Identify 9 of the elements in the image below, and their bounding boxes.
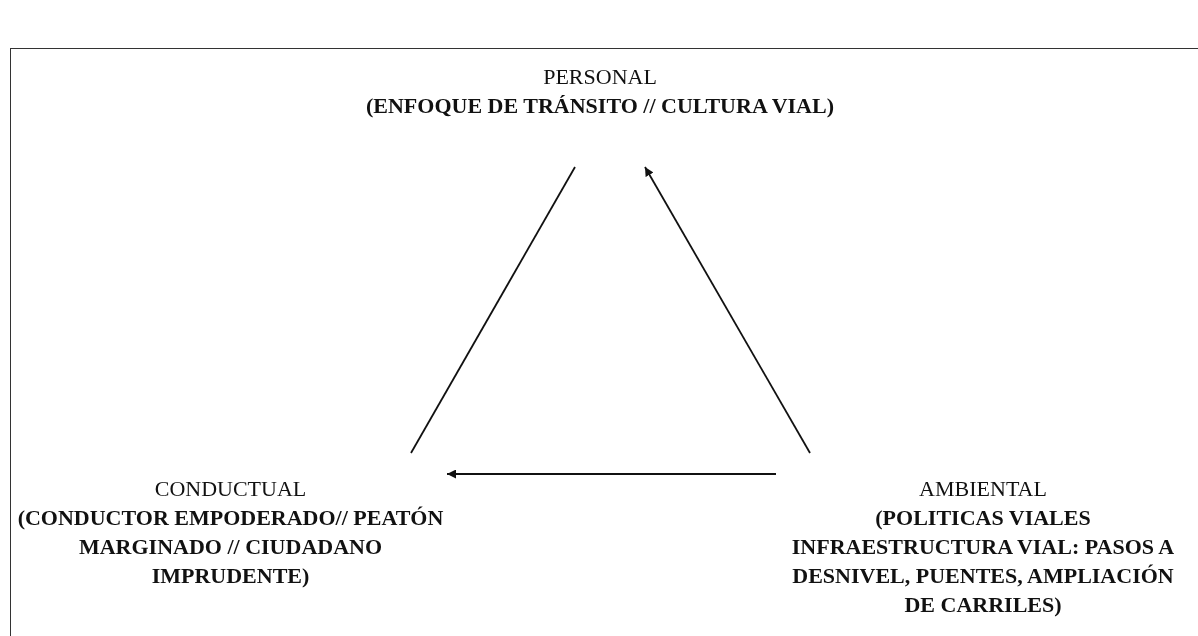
category-heading: CONDUCTUAL [154, 475, 307, 503]
category-heading: PERSONAL [543, 63, 657, 91]
connector-line [410, 166, 576, 454]
category-description: (CONDUCTOR EMPODERADO// PEATÓN MARGINADO // CIUDADANO IMPRUDENTE) [16, 504, 445, 590]
arrow [644, 166, 811, 454]
category-description: (ENFOQUE DE TRÁNSITO // CULTURA VIAL) [366, 92, 834, 120]
category-description: (POLITICAS VIALES INFRAESTRUCTURA VIAL: PASOS A DESNIVEL, PUENTES, AMPLIACIÓN DE CARRILES) [790, 504, 1176, 619]
category-heading: AMBIENTAL [919, 475, 1047, 503]
arrow [446, 469, 777, 479]
